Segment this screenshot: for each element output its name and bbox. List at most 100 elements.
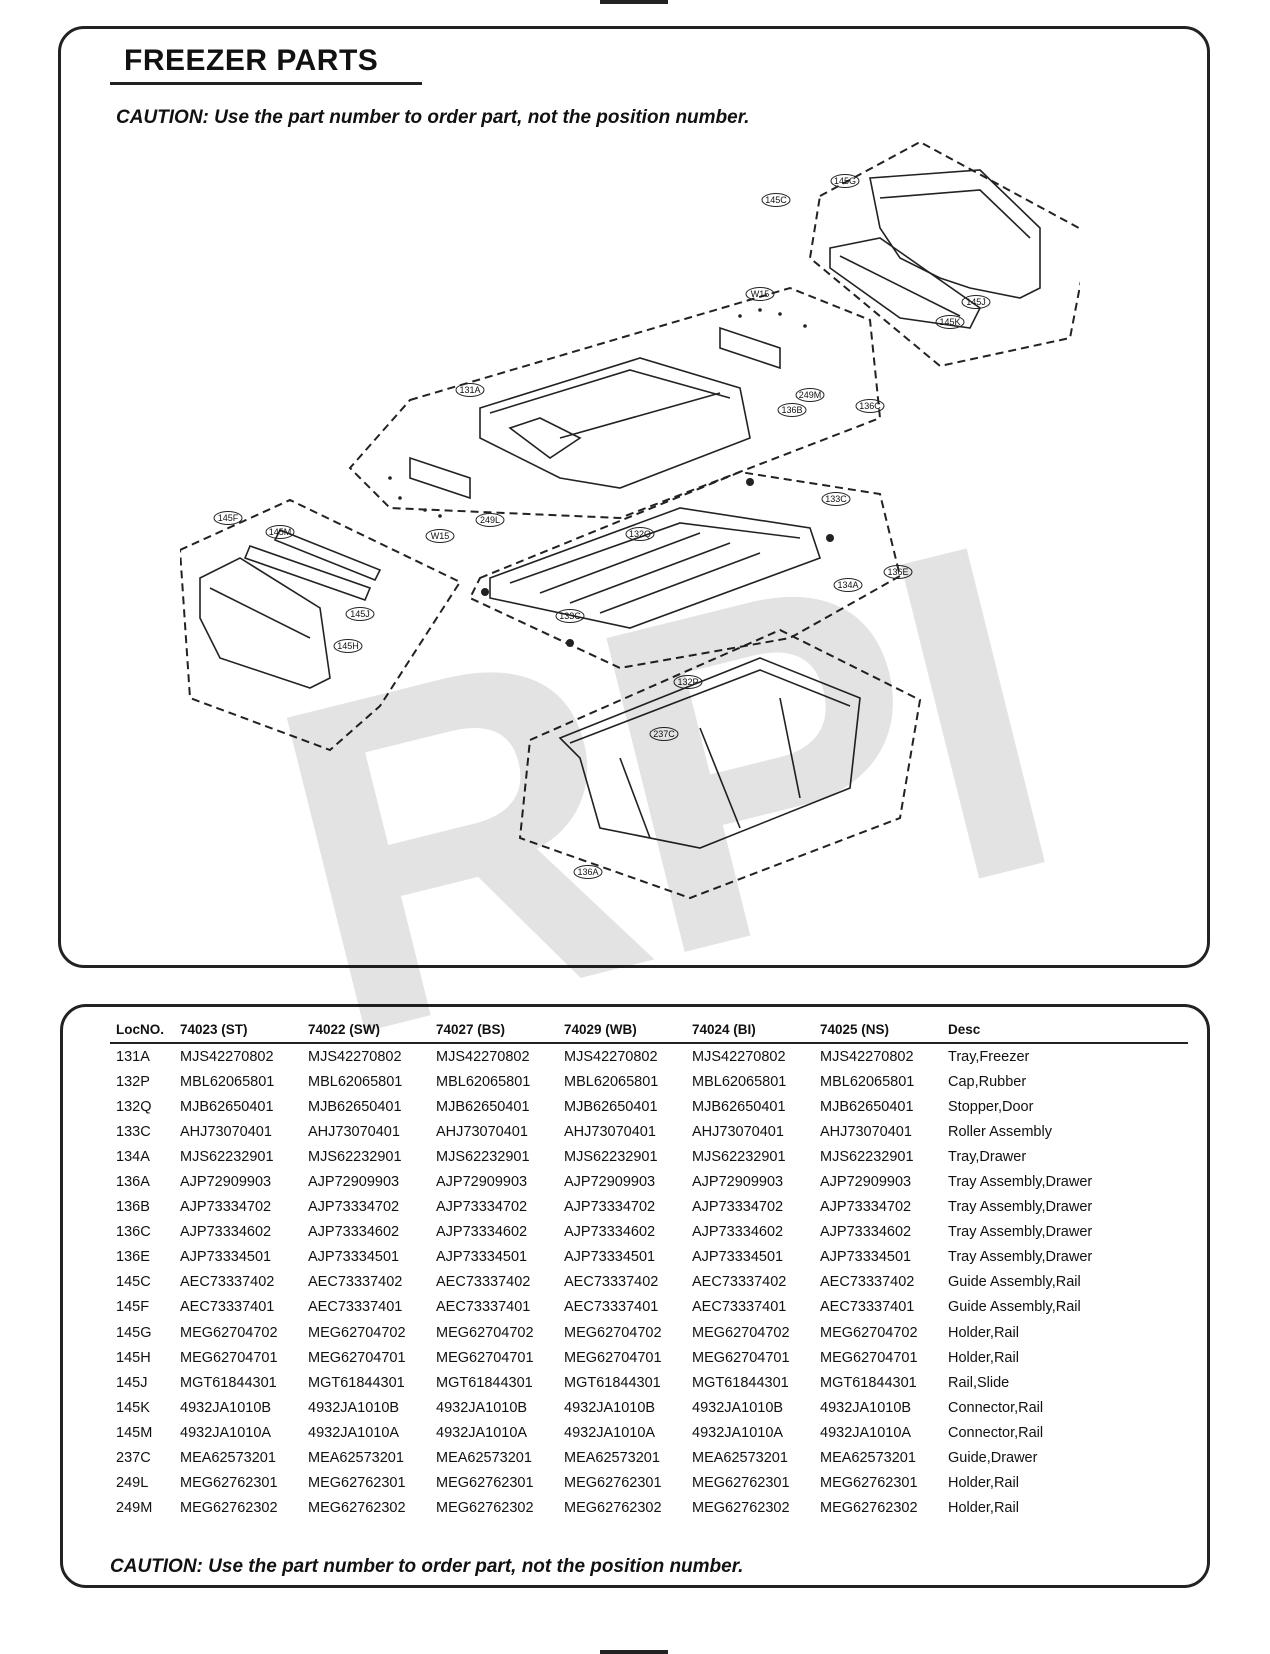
cell-part-number: AEC73337402: [180, 1274, 275, 1291]
cell-desc: Tray Assembly,Drawer: [948, 1224, 1093, 1241]
slide-rail-145j: [829, 237, 982, 329]
cell-part-number: 4932JA1010A: [436, 1424, 528, 1441]
cell-part-number: AEC73337402: [692, 1274, 787, 1291]
cell-part-number: MJS42270802: [308, 1048, 402, 1065]
callout-text: 145M: [269, 527, 292, 537]
cell-desc: Tray Assembly,Drawer: [948, 1199, 1093, 1216]
diagram-panel: [58, 26, 1210, 968]
callout-145c: [761, 193, 791, 207]
cell-part-number: AHJ73070401: [564, 1123, 656, 1140]
cell-locno: 132P: [116, 1073, 150, 1090]
cell-locno: 249L: [116, 1475, 149, 1492]
callout-145k: [935, 315, 965, 329]
cell-part-number: MJB62650401: [436, 1098, 530, 1115]
cell-part-number: MEG62762302: [564, 1500, 662, 1517]
cell-part-number: AJP73334602: [820, 1224, 912, 1241]
cell-part-number: MBL62065801: [820, 1073, 915, 1090]
callout-text: 145H: [337, 641, 359, 651]
cell-part-number: AJP73334602: [180, 1224, 272, 1241]
cell-part-number: MJS62232901: [308, 1148, 402, 1165]
callout-249l: [475, 513, 505, 527]
group-136a-outline: [518, 628, 922, 900]
cell-desc: Cap,Rubber: [948, 1073, 1027, 1090]
cell-part-number: AJP72909903: [820, 1174, 912, 1191]
col-header-locno: LocNO.: [110, 1014, 180, 1044]
callout-text: 131A: [459, 385, 480, 395]
cell-part-number: AJP72909903: [564, 1174, 656, 1191]
cell-desc: Rail,Slide: [948, 1374, 1010, 1391]
group-136c-outline: [348, 286, 882, 520]
parts-table-panel: [60, 1004, 1210, 1588]
cell-part-number: MEG62762302: [308, 1500, 406, 1517]
cell-part-number: MEG62704702: [308, 1324, 406, 1341]
cell-part-number: MEG62704702: [820, 1324, 918, 1341]
cell-part-number: AEC73337401: [308, 1299, 403, 1316]
callout-text: 237C: [653, 729, 675, 739]
cell-part-number: MEA62573201: [180, 1450, 276, 1467]
cell-desc: Guide Assembly,Rail: [948, 1274, 1081, 1291]
cell-part-number: MEG62762302: [180, 1500, 278, 1517]
callout-text: 134A: [837, 580, 858, 590]
callout-136b: [777, 403, 807, 417]
callout-text: 145K: [939, 317, 960, 327]
cell-desc: Connector,Rail: [948, 1399, 1044, 1416]
callout-text: 136A: [577, 867, 598, 877]
group-136e-outline: [468, 470, 902, 670]
callout-text: 145F: [218, 513, 239, 523]
cell-part-number: 4932JA1010B: [436, 1399, 528, 1416]
cell-desc: Roller Assembly: [948, 1123, 1052, 1140]
callout-text: 249L: [480, 515, 500, 525]
cell-locno: 145M: [116, 1424, 153, 1441]
cell-part-number: AEC73337402: [564, 1274, 659, 1291]
callout-text: 145C: [765, 195, 787, 205]
col-header-sw: 74022 (SW): [308, 1014, 436, 1044]
cell-desc: Holder,Rail: [948, 1500, 1019, 1517]
cell-part-number: MEG62762301: [692, 1475, 790, 1492]
cell-part-number: MJS42270802: [436, 1048, 530, 1065]
cell-part-number: MJB62650401: [564, 1098, 658, 1115]
cell-desc: Holder,Rail: [948, 1324, 1019, 1341]
cell-part-number: AHJ73070401: [692, 1123, 784, 1140]
callout-237c: [649, 727, 679, 741]
holder-249m: [719, 326, 781, 370]
cell-desc: Holder,Rail: [948, 1475, 1019, 1492]
cell-desc: Holder,Rail: [948, 1349, 1019, 1366]
cell-part-number: AJP73334501: [180, 1249, 272, 1266]
cell-locno: 145G: [116, 1324, 152, 1341]
cell-part-number: AHJ73070401: [308, 1123, 400, 1140]
cell-part-number: MJB62650401: [820, 1098, 914, 1115]
cell-part-number: AHJ73070401: [436, 1123, 528, 1140]
cell-part-number: MEA62573201: [820, 1450, 916, 1467]
middle-tray-134a: [489, 507, 822, 629]
cell-part-number: MGT61844301: [564, 1374, 661, 1391]
cell-part-number: MEG62762301: [308, 1475, 406, 1492]
cell-part-number: MGT61844301: [308, 1374, 405, 1391]
cell-part-number: AJP73334602: [308, 1224, 400, 1241]
cell-part-number: MGT61844301: [180, 1374, 277, 1391]
col-header-ns: 74025 (NS): [820, 1014, 948, 1044]
page-title: FREEZER PARTS: [124, 44, 379, 77]
cell-locno: 134A: [116, 1148, 150, 1165]
cell-part-number: MJB62650401: [692, 1098, 786, 1115]
cell-part-number: AEC73337402: [820, 1274, 915, 1291]
cell-part-number: MJB62650401: [308, 1098, 402, 1115]
cell-part-number: MEG62762302: [436, 1500, 534, 1517]
cell-part-number: 4932JA1010B: [692, 1399, 784, 1416]
cell-desc: Tray Assembly,Drawer: [948, 1249, 1093, 1266]
exploded-parts-diagram: 145C 145G 145J 145K W15 131A 136B 249M 1…: [180, 140, 1080, 900]
cell-part-number: MEA62573201: [436, 1450, 532, 1467]
callout-133c-bottom: [555, 609, 585, 623]
cell-part-number: MGT61844301: [436, 1374, 533, 1391]
callout-136c: [855, 399, 885, 413]
callout-text: 136E: [887, 567, 908, 577]
cell-part-number: MBL62065801: [436, 1073, 531, 1090]
cell-locno: 136B: [116, 1199, 150, 1216]
